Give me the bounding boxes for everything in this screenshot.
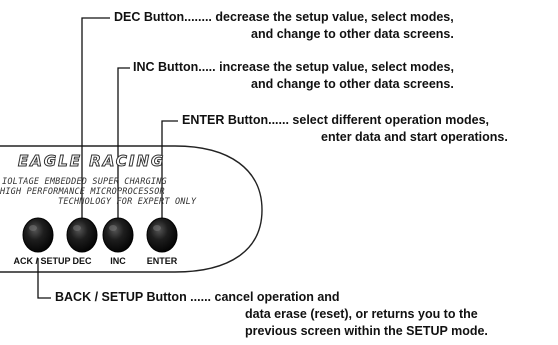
back-desc-line-1: cancel operation and [214, 290, 340, 304]
back-leader-line [37, 258, 51, 299]
panel-logo: EAGLE RACING [17, 152, 166, 171]
inc-title: INC Button..... [133, 60, 216, 74]
enter-title: ENTER Button...... [182, 113, 289, 127]
inc-description: INC Button..... increase the setup value… [133, 59, 454, 93]
dec-button[interactable] [66, 217, 98, 253]
dec-desc-line-2: and change to other data screens. [251, 27, 454, 41]
back-desc-line-3: previous screen within the SETUP mode. [245, 324, 488, 338]
inc-button-label: INC [110, 256, 126, 266]
panel-text-line-2: HIGH PERFORMANCE MICROPROCESSOR [0, 187, 165, 197]
enter-leader-line [161, 120, 178, 218]
enter-button-label: ENTER [146, 256, 178, 266]
enter-description: ENTER Button...... select different oper… [182, 112, 508, 146]
enter-desc-line-1: select different operation modes, [292, 113, 489, 127]
button-glint [29, 225, 37, 231]
back-desc-line-2: data erase (reset), or returns you to th… [245, 307, 478, 321]
back-setup-button-label: ACK / SETUP [13, 256, 71, 266]
inc-desc-line-1: increase the setup value, select modes, [219, 60, 454, 74]
dec-desc-line-1: decrease the setup value, select modes, [215, 10, 454, 24]
enter-button[interactable] [146, 217, 178, 253]
inc-leader-line [117, 67, 130, 218]
dec-title: DEC Button........ [114, 10, 212, 24]
enter-desc-line-2: enter data and start operations. [321, 130, 508, 144]
panel-text-line-3: TECHNOLOGY FOR EXPERT ONLY [58, 197, 197, 207]
dec-leader-line [81, 17, 110, 218]
button-glint [153, 225, 161, 231]
button-glint [109, 225, 117, 231]
panel-text-line-1: IOLTAGE EMBEDDED SUPER CHARGING [2, 177, 167, 187]
button-glint [73, 225, 81, 231]
panel-outline [0, 145, 263, 273]
back-setup-button[interactable] [22, 217, 54, 253]
back-setup-description: BACK / SETUP Button ...... cancel operat… [55, 289, 488, 340]
inc-button[interactable] [102, 217, 134, 253]
back-title: BACK / SETUP Button ...... [55, 290, 212, 304]
dec-button-label: DEC [72, 256, 92, 266]
dec-description: DEC Button........ decrease the setup va… [114, 9, 454, 43]
inc-desc-line-2: and change to other data screens. [251, 77, 454, 91]
